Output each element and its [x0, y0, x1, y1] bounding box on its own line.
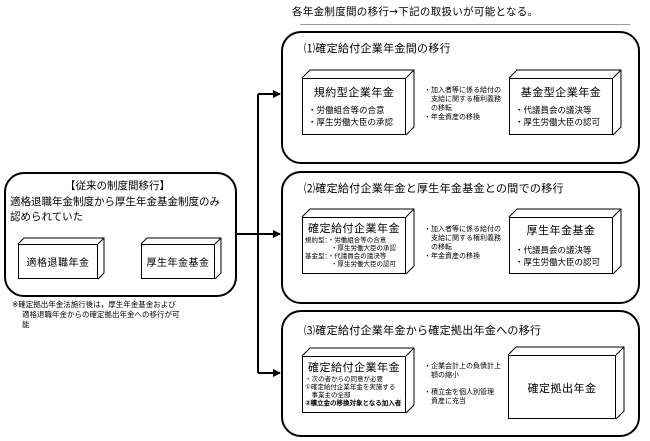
- s3-arrow-text-bottom-2: 資産に充当: [424, 397, 466, 405]
- s1-arrow-text-2: 支給に関する権利義務: [424, 95, 501, 103]
- legacy-desc-line2: 認められていた: [10, 211, 84, 223]
- section-2-heading: ⑵確定給付企業年金と厚生年金基金との間での移行: [304, 182, 564, 195]
- legacy-note-line1: ※確定拠出年金法施行後は，厚生年金基金および: [12, 300, 176, 309]
- section-1-heading: ⑴確定給付企業年金間の移行: [304, 42, 451, 55]
- s1-right-item-2: ・厚生労働大臣の認可: [515, 118, 601, 128]
- box-3d-edge: [507, 346, 625, 420]
- s2-left-box: 確定給付企業年金 規約型：・労働組合等の合意 ・厚生労働大臣の承認 基金型：・代…: [301, 208, 415, 275]
- s3-arrow-text-bottom-1: ・積立金を個人別管理: [424, 388, 494, 396]
- box-3d-edge: [301, 208, 415, 275]
- s3-left-item-1: ・次の者からの同意が必要: [305, 375, 383, 383]
- s2-left-item-2: ・厚生労働大臣の承認: [305, 244, 396, 252]
- box-3d-edge: [17, 237, 105, 280]
- s3-right-name: 確定拠出年金: [527, 382, 597, 395]
- box-3d-edge: [140, 237, 222, 280]
- box-3d-edge: [508, 69, 622, 136]
- s3-left-box: 確定給付企業年金 ・次の者からの同意が必要 ①確定給付企業年金を実施する 事業主…: [301, 347, 415, 414]
- legacy-heading: 【従来の制度間移行】: [65, 180, 170, 192]
- box-3d-edge: [301, 69, 415, 136]
- legacy-to-box: 厚生年金基金: [140, 237, 222, 280]
- s3-left-item-4: ②積立金の移換対象となる加入者: [305, 399, 402, 407]
- s2-right-name: 厚生年金基金: [526, 224, 596, 237]
- s2-left-item-3: 基金型：・代議員会の議決等: [305, 252, 387, 260]
- title-underline: [300, 24, 630, 25]
- s2-left-name: 確定給付企業年金: [308, 222, 400, 235]
- s2-left-item-1: 規約型：・労働組合等の合意: [305, 236, 387, 244]
- s2-arrow-text-2: 支給に関する権利義務: [424, 234, 501, 242]
- box-3d-edge: [301, 347, 415, 414]
- s2-right-item-2: ・厚生労働大臣の認可: [515, 258, 601, 268]
- s3-left-item-3: 事業主の全部: [305, 391, 351, 399]
- legacy-note-line2: 適格退職年金からの確定拠出年金への移行が可: [22, 310, 180, 319]
- section-3-heading: ⑶確定給付企業年金から確定拠出年金への移行: [304, 324, 542, 337]
- s1-arrow-text-3: の移転: [424, 104, 452, 112]
- s1-arrow-text-4: ・年金資産の移換: [424, 113, 480, 121]
- legacy-from-label: 適格退職年金: [26, 258, 90, 269]
- page-title: 各年金制度間の移行→下記の取扱いが可能となる。: [292, 6, 539, 18]
- s1-right-box: 基金型企業年金 ・代議員会の議決等 ・厚生労働大臣の認可: [508, 69, 622, 136]
- box-3d-edge: [508, 208, 622, 275]
- s3-arrow-text-top-1: ・企業会計上の負債計上: [424, 362, 501, 370]
- s2-left-item-4: ・厚生労働大臣の認可: [305, 260, 396, 268]
- s1-left-item-1: ・労働組合等の合意: [308, 106, 385, 116]
- s1-left-item-2: ・厚生労働大臣の承認: [308, 118, 394, 128]
- s2-right-box: 厚生年金基金 ・代議員会の議決等 ・厚生労働大臣の認可: [508, 208, 622, 275]
- legacy-note-line3: 能: [22, 320, 30, 329]
- s2-arrow-text-4: ・年金資産の移換: [424, 252, 480, 260]
- s2-arrow-text-3: の移転: [424, 243, 452, 251]
- s1-right-name: 基金型企業年金: [520, 86, 602, 99]
- s1-right-item-1: ・代議員会の議決等: [515, 106, 592, 116]
- s3-right-box: 確定拠出年金: [507, 346, 625, 420]
- s3-arrow-text-top-2: 額の縮小: [424, 371, 459, 379]
- s1-arrow-text-1: ・加入者等に係る給付の: [424, 86, 501, 94]
- legacy-from-box: 適格退職年金: [17, 237, 105, 280]
- s2-arrow-text-1: ・加入者等に係る給付の: [424, 225, 501, 233]
- s1-left-box: 規約型企業年金 ・労働組合等の合意 ・厚生労働大臣の承認: [301, 69, 415, 136]
- s2-right-item-1: ・代議員会の議決等: [515, 246, 592, 256]
- s3-left-item-2: ①確定給付企業年金を実施する: [305, 383, 396, 391]
- s1-left-name: 規約型企業年金: [313, 86, 395, 99]
- legacy-to-label: 厚生年金基金: [146, 258, 210, 269]
- s3-left-name: 確定給付企業年金: [308, 361, 400, 374]
- legacy-desc-line1: 適格退職年金制度から厚生年金基金制度のみ: [10, 196, 220, 208]
